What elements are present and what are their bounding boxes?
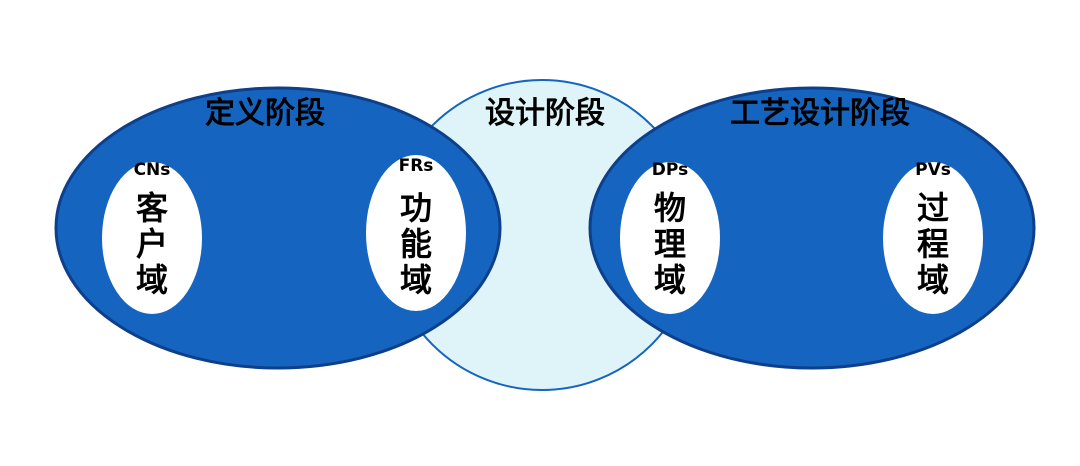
process-domain-abbr: PVs bbox=[915, 160, 951, 180]
definition-stage-title: 定义阶段 bbox=[205, 96, 325, 131]
process-design-stage-title: 工艺设计阶段 bbox=[730, 96, 910, 131]
functional-domain-name: 功能域 bbox=[399, 189, 432, 299]
design-stage-title: 设计阶段 bbox=[485, 96, 605, 131]
customer-domain-name: 客户域 bbox=[135, 189, 168, 299]
physical-domain-ellipse bbox=[620, 162, 720, 314]
process-domain-name: 过程域 bbox=[916, 189, 949, 299]
physical-domain-abbr: DPs bbox=[651, 160, 689, 180]
customer-domain-abbr: CNs bbox=[133, 160, 171, 180]
functional-domain-ellipse bbox=[366, 155, 466, 311]
functional-domain-abbr: FRs bbox=[398, 156, 434, 176]
process-domain-ellipse bbox=[883, 162, 983, 314]
customer-domain-ellipse bbox=[102, 162, 202, 314]
physical-domain-name: 物理域 bbox=[653, 189, 686, 299]
